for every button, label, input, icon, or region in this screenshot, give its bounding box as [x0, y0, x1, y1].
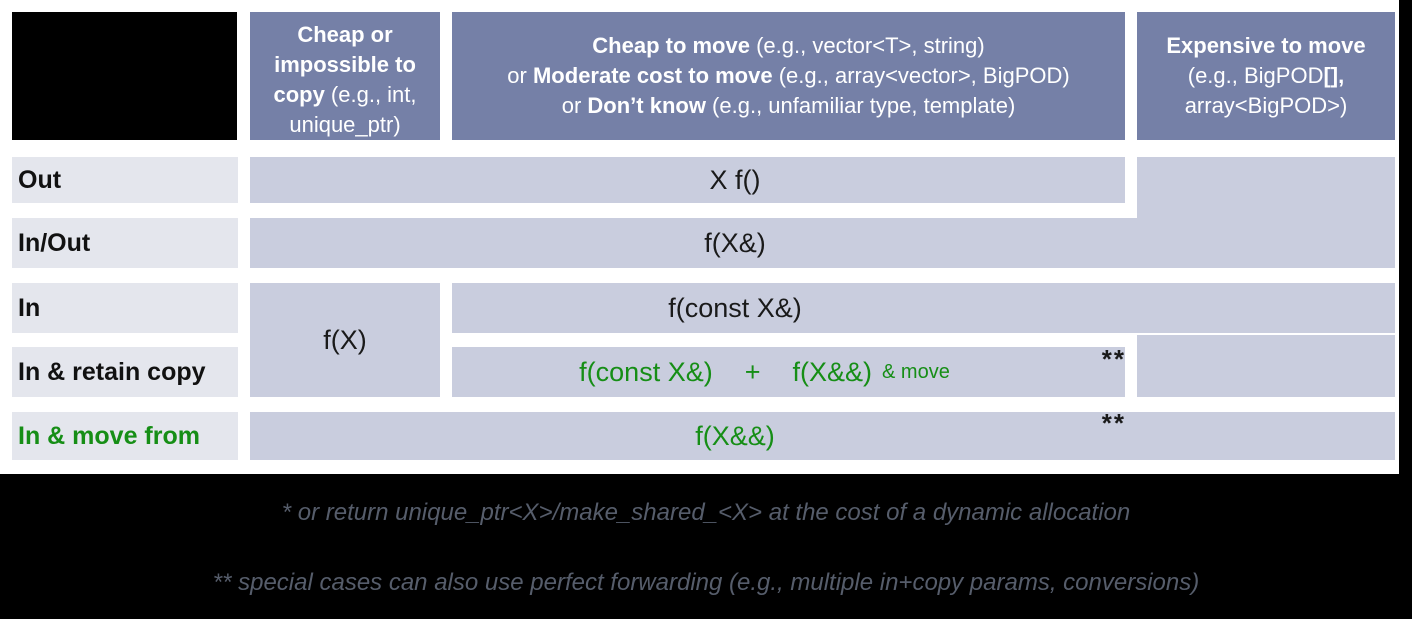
cell-move-from-band — [250, 412, 1395, 460]
cell-out-band — [250, 157, 1125, 203]
row-label-in: In — [12, 283, 238, 333]
header-line-1: Expensive to move — [1166, 33, 1366, 58]
corner-block — [12, 12, 237, 140]
header-line-2: or Moderate cost to move (e.g., array<ve… — [507, 63, 1070, 88]
header-line-3: or Don’t know (e.g., unfamiliar type, te… — [561, 93, 1016, 118]
header-line-1: Cheap to move (e.g., vector<T>, string) — [592, 33, 985, 58]
header-example-text: (e.g., int, unique_ptr) — [289, 82, 417, 137]
column-header-cheap-or-impossible-to-copy: Cheap or impossible to copy (e.g., int, … — [250, 12, 440, 140]
header-bold-text: Cheap or impossible to copy — [273, 22, 416, 107]
column-header-expensive-to-move: Expensive to move (e.g., BigPOD[], array… — [1137, 12, 1395, 140]
footnote-dynamic-allocation: * or return unique_ptr<X>/make_shared_<X… — [281, 499, 1131, 526]
cell-retain-band — [452, 347, 1125, 397]
cell-inout-band — [250, 218, 1395, 268]
row-label-in-out: In/Out — [12, 218, 238, 268]
double-asterisk-move-row: ** — [1101, 408, 1126, 438]
row-label-in-move-from: In & move from — [12, 412, 238, 460]
header-line-2: (e.g., BigPOD[], — [1187, 63, 1345, 88]
cell-retain-expensive — [1137, 335, 1395, 397]
right-edge-strip — [1399, 0, 1412, 619]
footer-band — [0, 474, 1412, 619]
row-label-out: Out — [12, 157, 238, 203]
footnote-perfect-forwarding: ** special cases can also use perfect fo… — [212, 569, 1200, 596]
column-header-cheap-or-moderate-move: Cheap to move (e.g., vector<T>, string) … — [452, 12, 1125, 140]
cell-in-cheap-copy — [250, 283, 440, 397]
cell-in-band — [452, 283, 1395, 333]
row-label-in-retain-copy: In & retain copy — [12, 347, 238, 397]
double-asterisk-retain-row: ** — [1101, 344, 1126, 374]
header-line-3: array<BigPOD>) — [1184, 93, 1348, 118]
